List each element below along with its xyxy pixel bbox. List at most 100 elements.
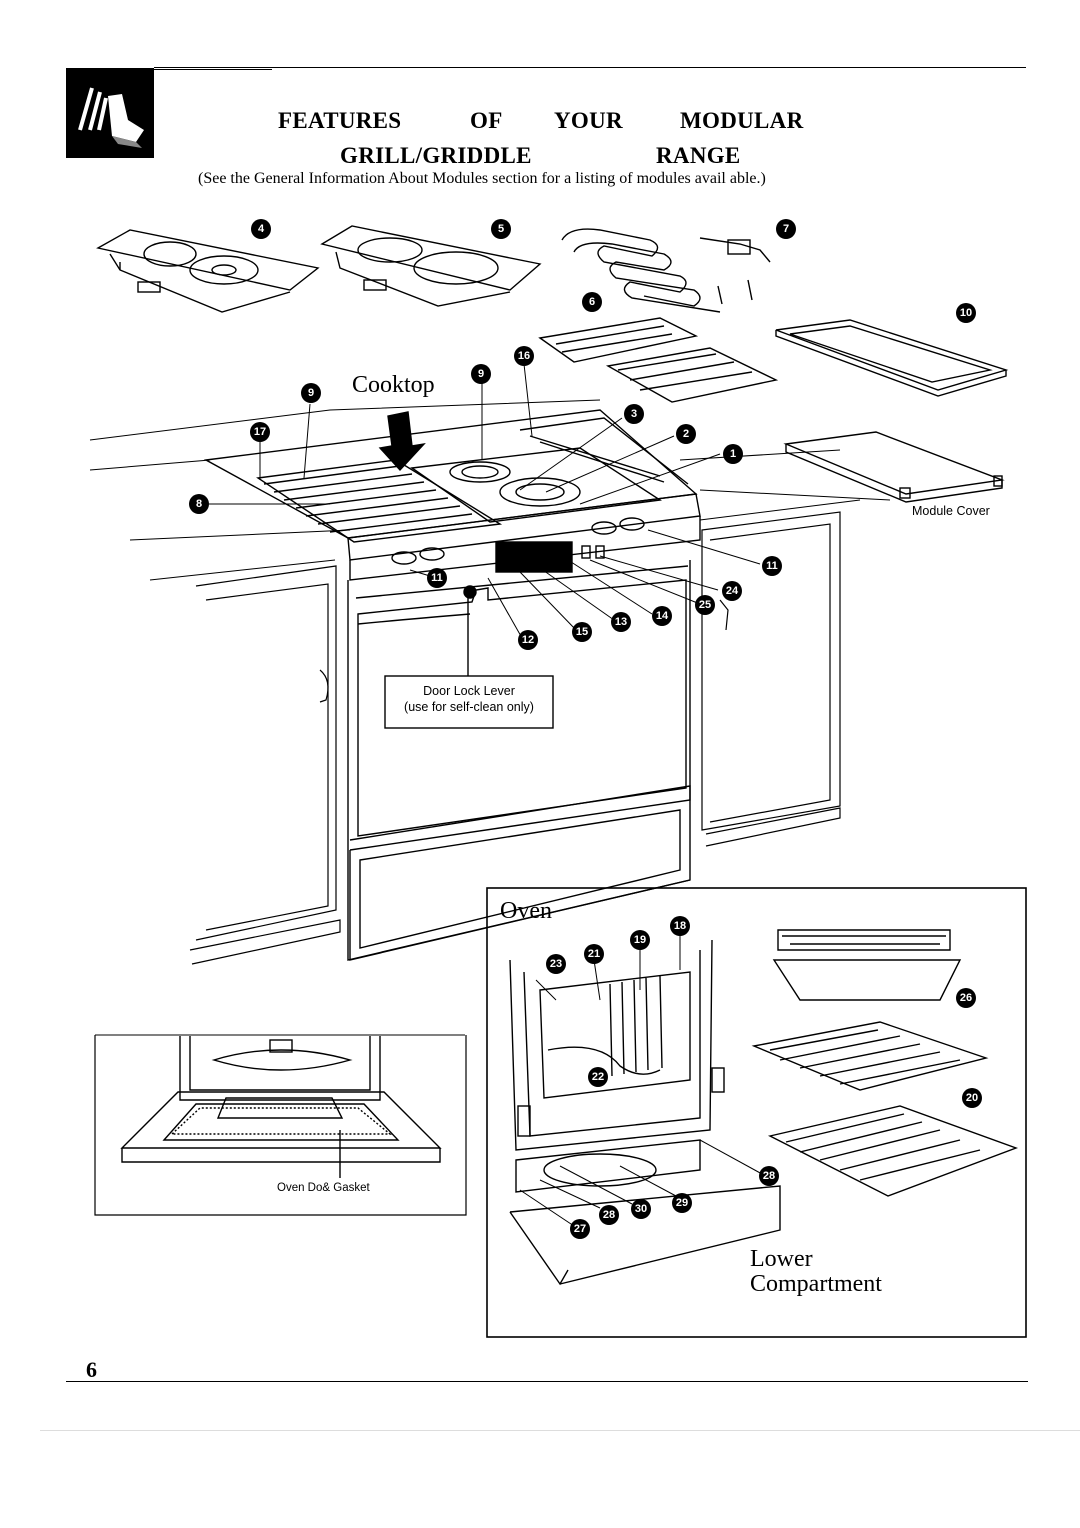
callout-27: 27 [570,1219,590,1239]
svg-text:29: 29 [676,1197,688,1209]
svg-text:9: 9 [308,387,314,399]
module-grill-element [561,228,771,313]
callout-19: 19 [630,930,650,950]
svg-text:5: 5 [498,223,504,235]
svg-text:19: 19 [634,934,646,946]
svg-text:10: 10 [960,307,972,319]
cooktop-label: Cooktop [352,372,435,398]
svg-text:1: 1 [730,448,736,460]
svg-text:13: 13 [615,616,627,628]
callout-22: 22 [588,1067,608,1087]
callout-28b: 28 [759,1166,779,1186]
module-griddle [775,319,1009,397]
callout-20: 20 [962,1088,982,1108]
svg-text:28: 28 [603,1209,615,1221]
title-word: RANGE [656,143,741,168]
module-grill-grates [538,317,779,403]
svg-text:12: 12 [522,634,534,646]
svg-text:2: 2 [683,428,689,440]
page-title-line2: GRILL/GRIDDLE RANGE [340,143,780,171]
svg-text:28: 28 [763,1170,775,1182]
leader-lines [208,363,763,1227]
cooktop-arrow [378,411,426,472]
svg-text:11: 11 [766,560,778,572]
title-word: FEATURES [278,108,402,133]
range-cooktop [203,409,698,543]
callout-markers: 1 2 3 4 5 6 7 8 9 9 10 11 11 12 13 14 15… [189,219,982,1239]
brand-logo [66,68,154,158]
callout-17: 17 [250,422,270,442]
svg-text:8: 8 [196,498,202,510]
title-word: MODULAR [680,108,804,133]
oven-detail-box [486,887,1027,1338]
svg-text:20: 20 [966,1092,978,1104]
door-lock-label-box [384,675,554,729]
hand-pointer-logo-icon [78,87,144,148]
title-word: GRILL/GRIDDLE [340,143,532,168]
svg-text:11: 11 [431,572,443,584]
title-word: OF [470,108,503,133]
page-title-line1: FEATURES OF YOUR MODULAR [278,108,838,136]
callout-10: 10 [956,303,976,323]
svg-text:21: 21 [588,948,600,960]
cabinets [189,511,841,965]
svg-text:22: 22 [592,1071,604,1083]
svg-text:9: 9 [478,368,484,380]
svg-text:6: 6 [589,296,595,308]
callout-8: 8 [189,494,209,514]
svg-text:27: 27 [574,1223,586,1235]
callout-9b: 9 [471,364,491,384]
footer-rule [66,1381,1028,1382]
lower-label: Lower [750,1246,813,1272]
callout-25: 25 [695,595,715,615]
callout-11a: 11 [427,568,447,588]
svg-text:4: 4 [258,223,265,235]
oven-door-gasket-inset [94,1034,467,1216]
svg-text:18: 18 [674,920,686,932]
svg-text:26: 26 [960,992,972,1004]
callout-24: 24 [722,581,742,601]
callout-1: 1 [723,444,743,464]
callout-26: 26 [956,988,976,1008]
module-cover [783,431,1005,503]
callout-5: 5 [491,219,511,239]
callout-12: 12 [518,630,538,650]
title-word: YOUR [554,108,623,133]
oven-door-gasket-label: Oven Do& Gasket [277,1182,370,1194]
callout-23: 23 [546,954,566,974]
svg-text:24: 24 [726,585,739,597]
callout-3: 3 [624,404,644,424]
svg-text:23: 23 [550,958,562,970]
callout-11b: 11 [762,556,782,576]
module-solid-cartridge [320,225,542,307]
callout-15: 15 [572,622,592,642]
svg-text:30: 30 [635,1203,647,1215]
door-lock-label-line1: Door Lock Lever [423,684,515,698]
oven-body [347,560,691,961]
header-rule [154,67,1026,68]
svg-text:17: 17 [254,426,266,438]
callout-14: 14 [652,606,672,626]
module-cover-label: Module Cover [912,504,990,518]
callout-2: 2 [676,424,696,444]
module-coil-cartridge [96,229,320,313]
callout-13: 13 [611,612,631,632]
page-number: 6 [86,1357,97,1382]
svg-text:7: 7 [783,223,789,235]
svg-text:15: 15 [576,626,588,638]
svg-text:3: 3 [631,408,637,420]
control-panel [347,493,701,581]
page-subtitle: (See the General Information About Modul… [198,170,766,187]
countertop [89,399,891,581]
callout-18: 18 [670,916,690,936]
callout-29: 29 [672,1193,692,1213]
door-lock-label: Door Lock Lever (use for self-clean only… [385,683,553,715]
door-lock-label-line2: (use for self-clean only) [404,700,534,714]
header-rule-short [154,69,272,70]
callout-9a: 9 [301,383,321,403]
callout-30: 30 [631,1199,651,1219]
callout-6: 6 [582,292,602,312]
oven-label: Oven [500,898,552,924]
callout-7: 7 [776,219,796,239]
